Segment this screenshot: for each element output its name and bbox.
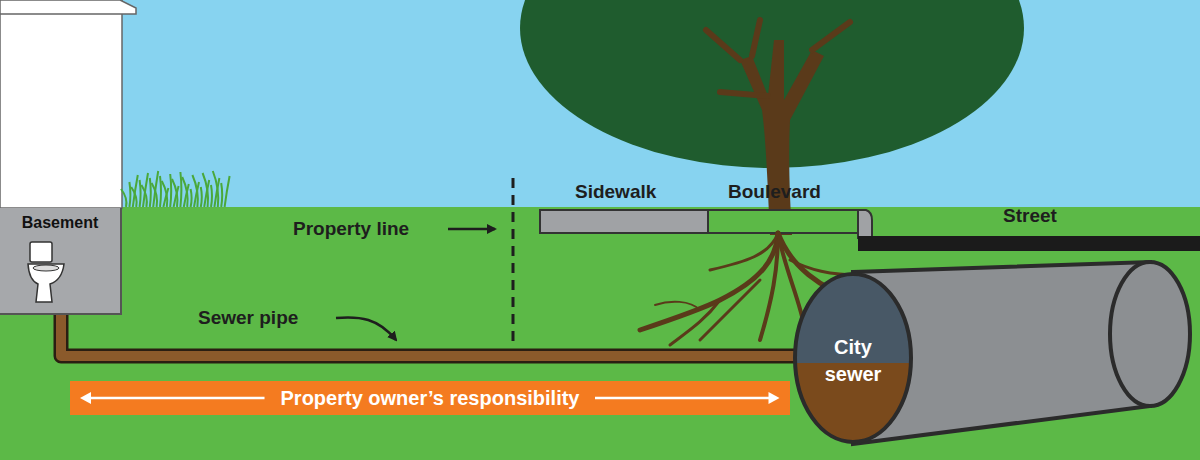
leader-arrow xyxy=(336,317,396,340)
house xyxy=(0,0,136,208)
property-line xyxy=(512,178,515,342)
node-text: City sewer xyxy=(813,334,893,388)
tree xyxy=(520,0,1024,235)
boulevard-label: Boulevard xyxy=(728,181,821,203)
street-surface xyxy=(858,236,1200,251)
street-label: Street xyxy=(1003,205,1057,227)
sewer-pipe-label: Sewer pipe xyxy=(198,307,298,329)
double-arrow-right xyxy=(595,391,780,405)
curb xyxy=(858,210,872,238)
responsibility-band: Property owner’s responsibility xyxy=(70,381,790,415)
sidewalk-label: Sidewalk xyxy=(575,181,656,203)
grass-tuft xyxy=(121,171,230,207)
sidewalk-slab xyxy=(540,210,708,233)
sewer-pipe-end: City sewer xyxy=(793,272,913,444)
property-line-label: Property line xyxy=(293,218,409,240)
toilet-icon xyxy=(26,240,66,306)
basement-room: Basement xyxy=(0,208,122,315)
sewer-pipe xyxy=(61,315,795,356)
node-text: Basement xyxy=(0,214,120,232)
double-arrow-left xyxy=(80,391,265,405)
leader-arrow xyxy=(448,228,495,231)
boulevard-strip xyxy=(708,210,858,233)
node-text: Property owner’s responsibility xyxy=(281,387,580,410)
ground xyxy=(0,207,1200,460)
